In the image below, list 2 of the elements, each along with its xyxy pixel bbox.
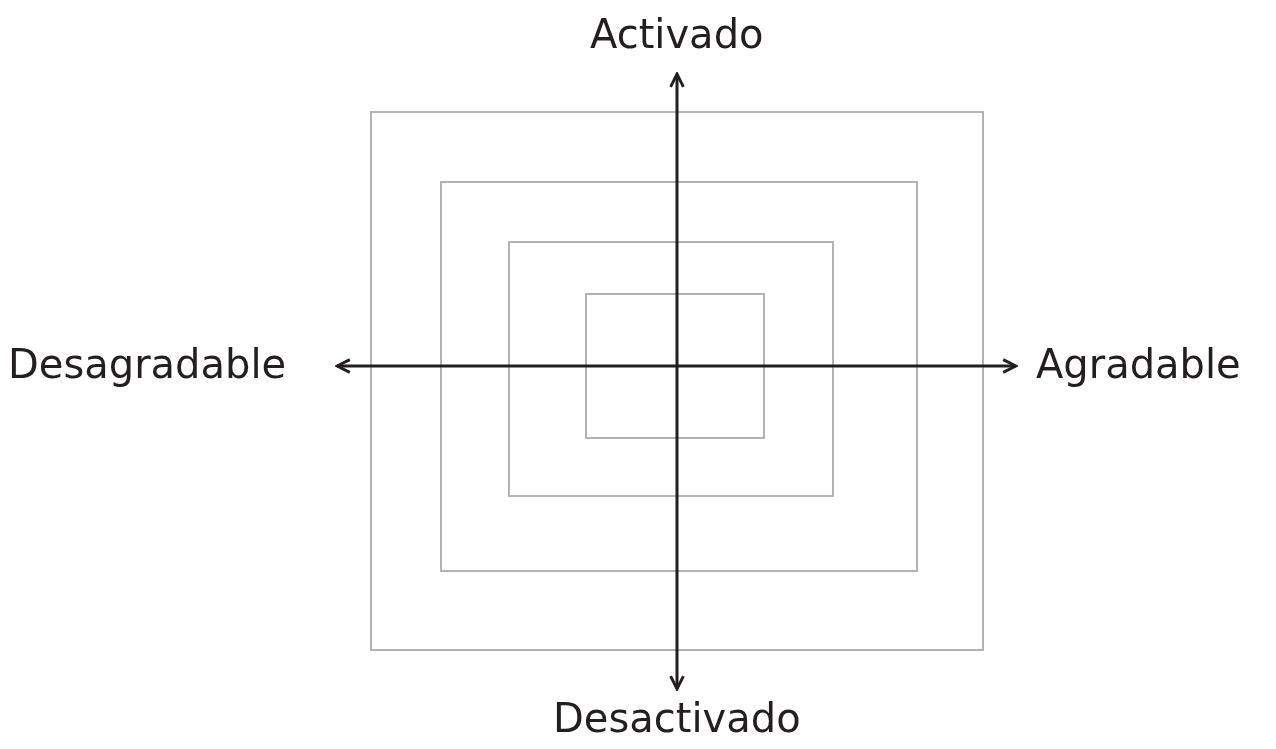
axis-label: Desactivado (553, 698, 801, 738)
axis-label: Activado (590, 14, 764, 54)
